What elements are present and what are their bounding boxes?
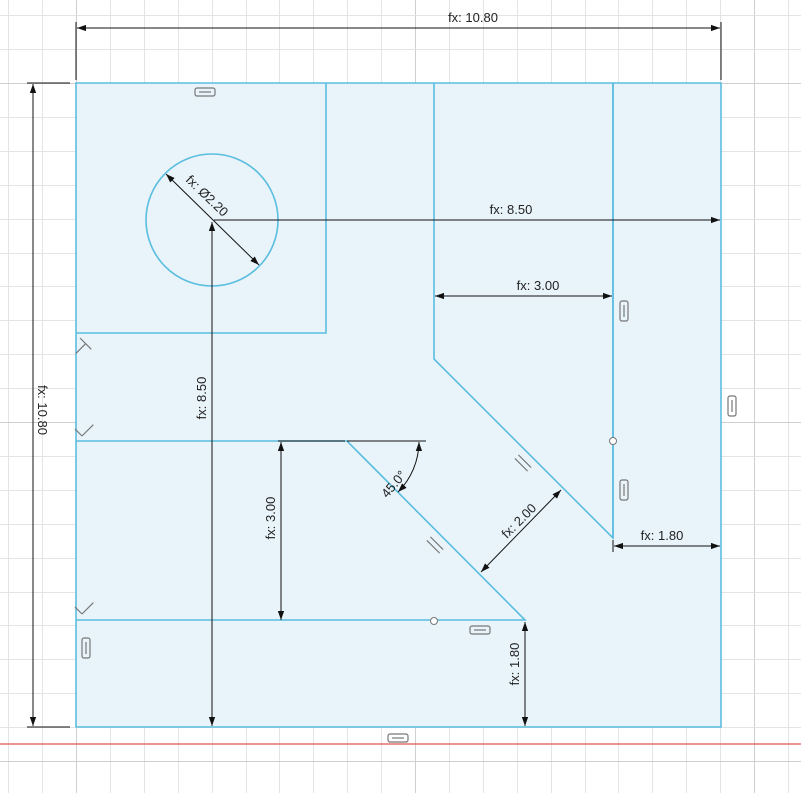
right-offset-dimension[interactable]: fx: 1.80 <box>641 528 684 543</box>
horizontal-constraint-icon <box>194 87 216 97</box>
perpendicular-constraint-icon <box>74 424 94 437</box>
slot-height-dimension[interactable]: fx: 3.00 <box>263 497 278 540</box>
upper-left-rectangle <box>76 83 327 334</box>
parallel-constraint-icon <box>426 536 444 554</box>
midpoint-marker-right[interactable] <box>609 437 617 445</box>
overall-height-dimension[interactable]: fx: 10.80 <box>35 385 50 435</box>
horizontal-constraint-icon <box>387 733 409 743</box>
parallel-constraint-icon <box>514 454 532 472</box>
perpendicular-constraint-icon <box>75 337 92 354</box>
hole-y-dimension[interactable]: fx: 8.50 <box>194 377 209 420</box>
overall-width-dimension[interactable]: fx: 10.80 <box>448 10 498 25</box>
vertical-constraint-icon <box>81 637 91 659</box>
angle-dimension-arc <box>397 441 423 493</box>
constraint-glyphs[interactable] <box>70 87 737 743</box>
perpendicular-constraint-icon <box>74 602 94 615</box>
chamfer-width-dimension-line <box>480 489 562 573</box>
hole-x-dimension[interactable]: fx: 8.50 <box>490 202 533 217</box>
vertical-constraint-icon <box>619 300 629 322</box>
outer-boundary <box>75 82 722 728</box>
sketch-profile[interactable] <box>75 82 722 728</box>
midpoint-marker-bottom[interactable] <box>430 617 438 625</box>
horizontal-constraint-icon <box>469 625 491 635</box>
notch-width-dimension[interactable]: fx: 3.00 <box>517 278 560 293</box>
vertical-constraint-icon <box>619 479 629 501</box>
vertical-constraint-icon <box>727 395 737 417</box>
hole-diameter-dimension-line <box>165 173 260 266</box>
bottom-offset-dimension[interactable]: fx: 1.80 <box>507 643 522 686</box>
